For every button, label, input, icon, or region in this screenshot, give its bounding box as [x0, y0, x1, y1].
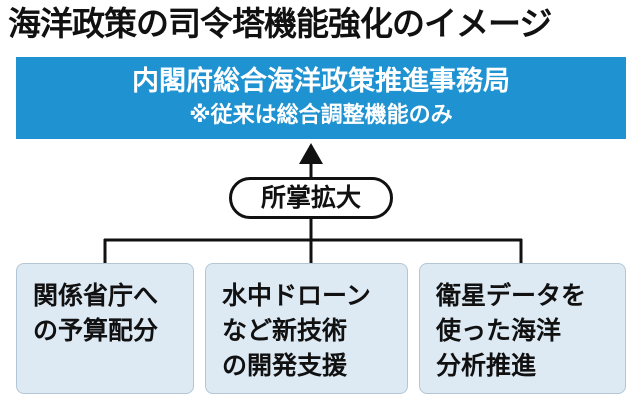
diagram-title: 海洋政策の司令塔機能強化のイメージ	[8, 4, 552, 43]
arrow-head-icon	[299, 143, 323, 164]
card-satellite-analysis: 衛星データを 使った海洋 分析推進	[419, 263, 626, 394]
card-line: 関係省庁へ	[33, 281, 159, 310]
card-line: など新技術	[222, 316, 348, 345]
secretariat-name: 内閣府総合海洋政策推進事務局	[132, 66, 510, 97]
card-line: の開発支援	[222, 351, 348, 380]
secretariat-box: 内閣府総合海洋政策推進事務局 ※従来は総合調整機能のみ	[16, 57, 626, 139]
secretariat-note: ※従来は総合調整機能のみ	[189, 103, 453, 128]
card-line: 衛星データを	[436, 281, 587, 310]
scope-expansion-label: 所掌拡大	[229, 177, 393, 219]
card-tech-development: 水中ドローン など新技術 の開発支援	[205, 263, 408, 394]
card-line: 使った海洋	[436, 316, 562, 345]
card-budget-allocation: 関係省庁へ の予算配分	[16, 263, 194, 394]
card-line: の予算配分	[33, 316, 159, 345]
card-line: 水中ドローン	[222, 281, 371, 310]
card-line: 分析推進	[436, 351, 537, 380]
